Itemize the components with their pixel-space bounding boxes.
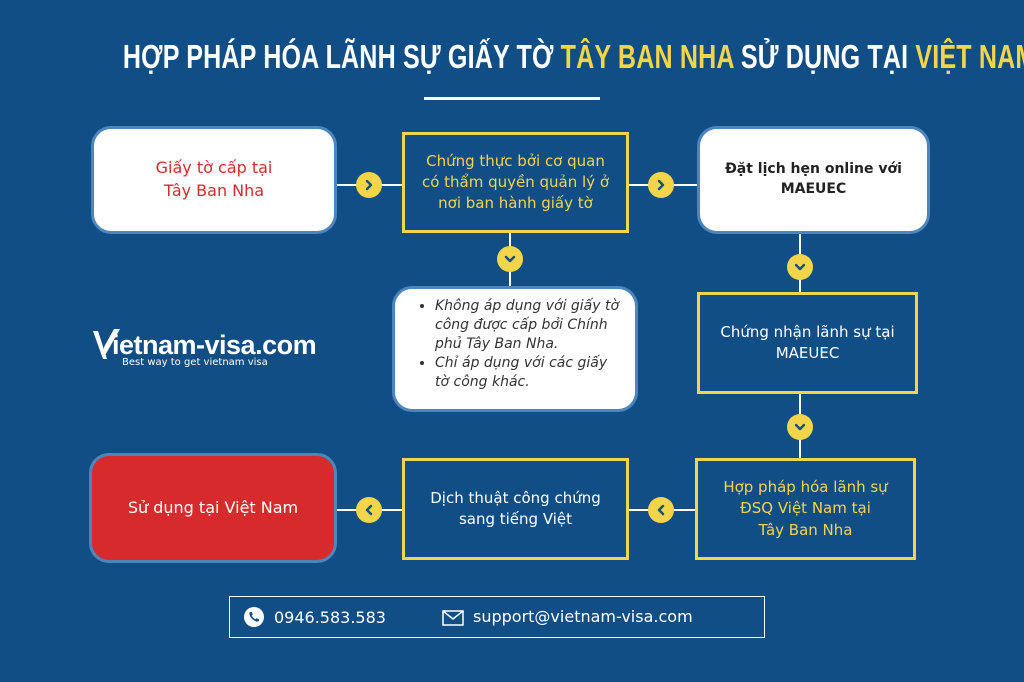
contact-bar: 0946.583.583 support@vietnam-visa.com (229, 596, 765, 638)
chevron-down-icon (787, 414, 813, 440)
step7-line1: Sử dụng tại Việt Nam (127, 497, 299, 517)
title-highlight-vietnam: VIỆT NAM (915, 38, 1024, 75)
title-part-2: SỬ DỤNG TẠI (733, 38, 916, 75)
chevron-right-icon (356, 172, 382, 198)
note-item: Không áp dụng với giấy tờ công được cấp … (435, 297, 625, 354)
step-consular-certification: Chứng nhận lãnh sự tại MAEUEC (697, 292, 918, 394)
step-embassy-legalization: Hợp pháp hóa lãnh sự ĐSQ Việt Nam tại Tâ… (695, 458, 916, 560)
step2-line1: Chứng thực bởi cơ quan (426, 151, 605, 170)
step3-line2: MAEUEC (780, 181, 847, 197)
step4-line2: MAEUEC (775, 344, 840, 362)
logo-name: ietnam-visa.com (112, 330, 317, 360)
title-part-1: HỢP PHÁP HÓA LÃNH SỰ GIẤY TỜ (122, 38, 561, 75)
step5-line1: Hợp pháp hóa lãnh sự (723, 478, 888, 497)
chevron-down-icon (497, 246, 523, 272)
chevron-down-icon (787, 254, 813, 280)
phone-number[interactable]: 0946.583.583 (274, 608, 386, 627)
logo-v-mark-icon (93, 329, 120, 359)
step4-line1: Chứng nhận lãnh sự tại (720, 322, 895, 341)
step1-line2: Tây Ban Nha (163, 181, 265, 200)
step5-line2: ĐSQ Việt Nam tại (740, 499, 871, 518)
chevron-left-icon (356, 497, 382, 523)
envelope-icon (442, 610, 464, 630)
logo-tagline: Best way to get vietnam visa (122, 357, 268, 368)
title-underline (424, 97, 600, 100)
step-notarized-translation: Dịch thuật công chứng sang tiếng Việt (402, 458, 629, 560)
step3-line1: Đặt lịch hẹn online với (725, 161, 902, 178)
step-use-in-vietnam: Sử dụng tại Việt Nam (89, 453, 337, 563)
step-online-appointment: Đặt lịch hẹn online với MAEUEC (697, 126, 930, 234)
step2-line3: nơi ban hành giấy tờ (438, 194, 593, 213)
step5-line3: Tây Ban Nha (758, 520, 853, 539)
note-item: Chỉ áp dụng với các giấy tờ công khác. (435, 354, 625, 392)
step6-line2: sang tiếng Việt (458, 510, 573, 528)
exception-note: Không áp dụng với giấy tờ công được cấp … (392, 286, 638, 412)
title-highlight-spain: TÂY BAN NHA (560, 38, 734, 75)
step-authentication: Chứng thực bởi cơ quan có thẩm quyền quả… (402, 132, 629, 233)
chevron-left-icon (648, 497, 674, 523)
step2-line2: có thẩm quyền quản lý ở (421, 172, 610, 191)
phone-icon (244, 607, 264, 631)
page-title: HỢP PHÁP HÓA LÃNH SỰ GIẤY TỜ TÂY BAN NHA… (122, 38, 1024, 76)
step-spain-document: Giấy tờ cấp tại Tây Ban Nha (91, 126, 337, 234)
email-address[interactable]: support@vietnam-visa.com (473, 607, 693, 626)
step6-line1: Dịch thuật công chứng (430, 488, 601, 507)
chevron-right-icon (648, 172, 674, 198)
step1-line1: Giấy tờ cấp tại (155, 158, 273, 178)
